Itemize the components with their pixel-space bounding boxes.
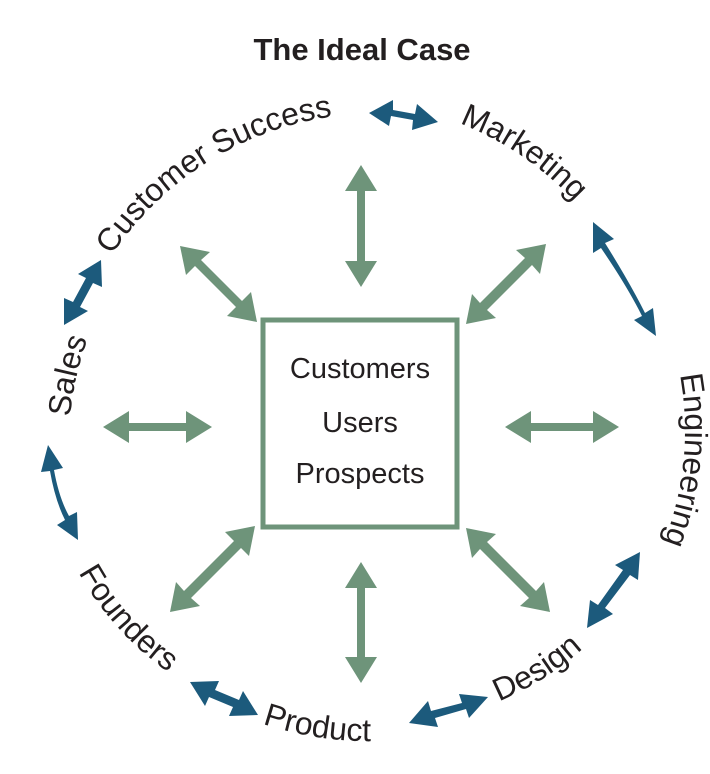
dept-founders: Founders — [72, 558, 185, 678]
outer-arrow-product-founders — [190, 681, 258, 716]
dept-sales: Sales — [41, 330, 94, 418]
dept-engineering: Engineering — [657, 371, 710, 553]
inner-arrow-top-left — [180, 246, 257, 322]
inner-arrow-right — [505, 411, 619, 443]
dept-product: Product — [260, 696, 371, 748]
outer-arrow-marketing-engineering — [593, 222, 656, 336]
outer-arrow-engineering-design — [587, 552, 640, 628]
outer-arrows — [41, 100, 656, 727]
outer-arrow-sales-cs — [64, 260, 102, 325]
inner-arrow-top — [345, 165, 377, 287]
inner-arrows — [103, 165, 619, 683]
outer-arrow-cs-marketing — [369, 100, 438, 130]
outer-arrow-founders-sales — [41, 445, 78, 540]
inner-arrow-bottom-left — [170, 526, 255, 612]
diagram-title: The Ideal Case — [253, 32, 470, 67]
center-box: Customers Users Prospects — [260, 317, 460, 530]
dept-marketing: Marketing — [457, 96, 596, 206]
inner-arrow-bottom-right — [466, 528, 550, 612]
dept-customer-success: Customer Success — [88, 88, 334, 260]
inner-arrow-top-right — [466, 244, 546, 324]
center-line-prospects: Prospects — [296, 458, 425, 490]
inner-arrow-left — [103, 411, 212, 443]
outer-arrow-design-product — [409, 694, 488, 727]
center-line-users: Users — [322, 407, 398, 439]
inner-arrow-bottom — [345, 562, 377, 683]
dept-design: Design — [487, 626, 588, 708]
center-line-customers: Customers — [290, 353, 430, 385]
